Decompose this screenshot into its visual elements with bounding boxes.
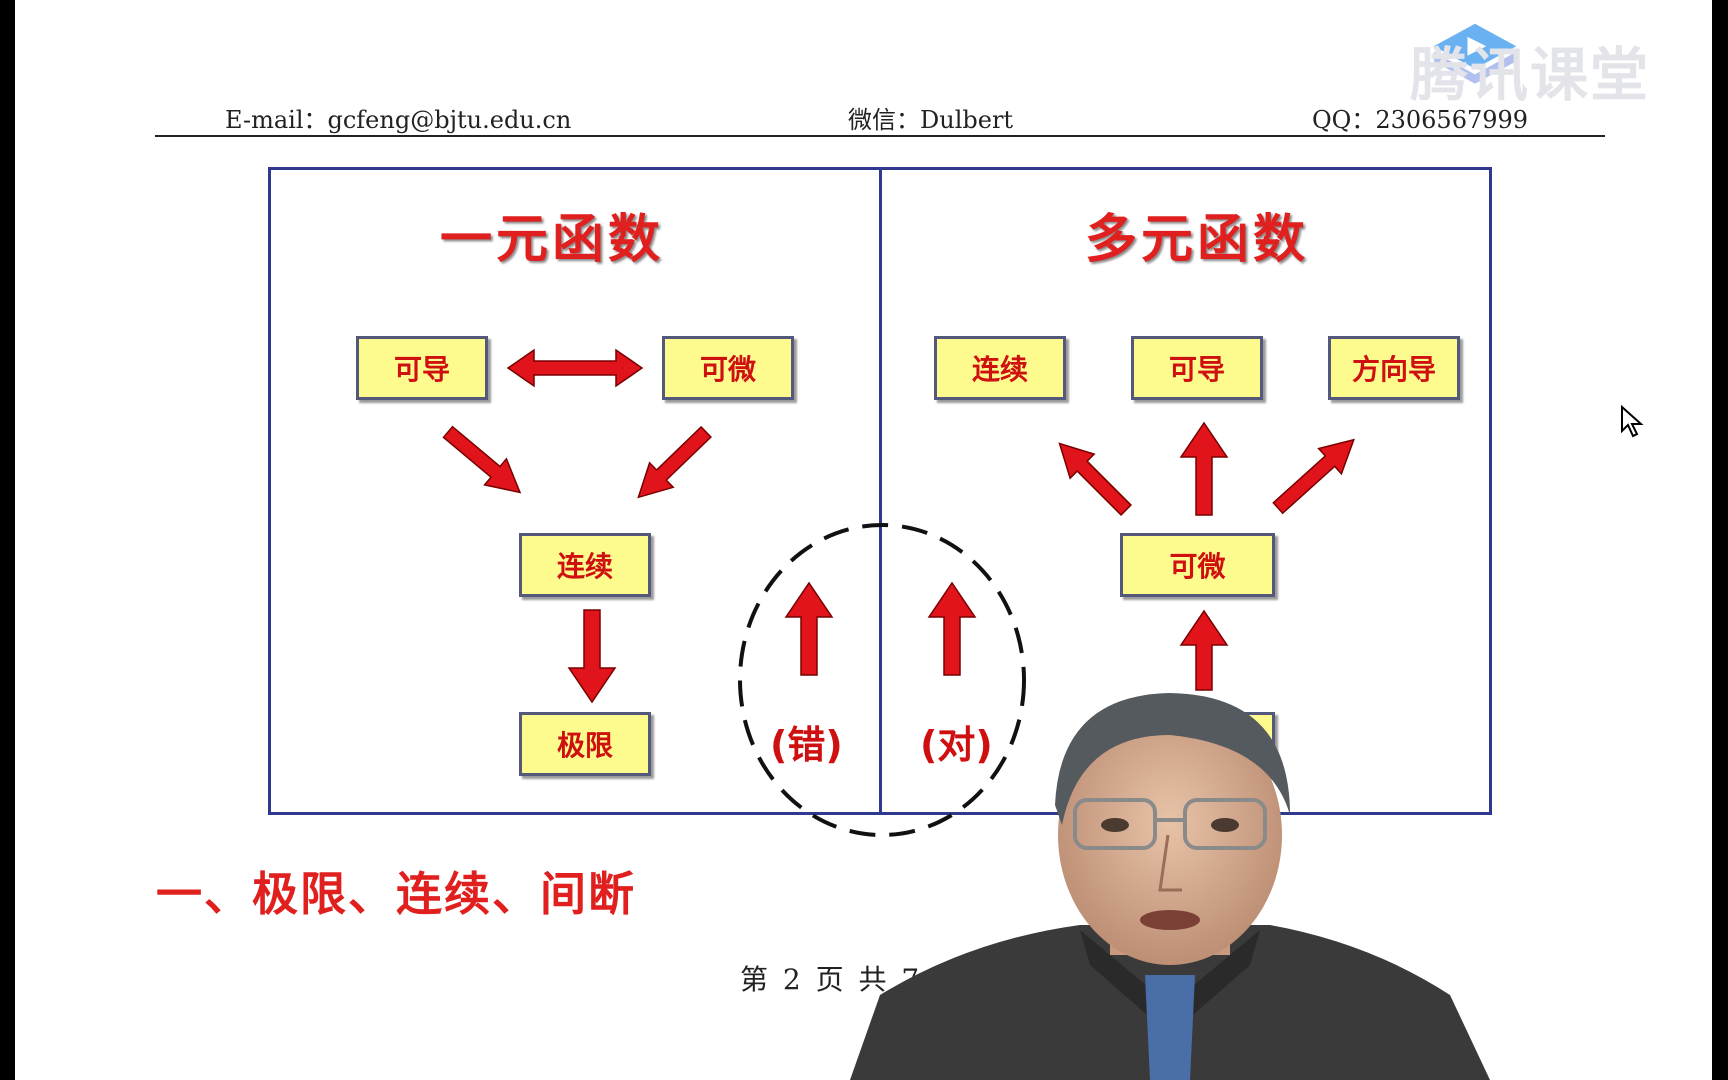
wechat-text: 微信：Dulbert [848, 106, 1014, 134]
left-panel-title: 一元函数 [440, 209, 665, 270]
arrow-micro-to-directional [1272, 438, 1355, 515]
arrow-up-wrong [784, 581, 834, 676]
node-left-micro: 可微 [662, 336, 794, 400]
node-right-continuous: 连续 [934, 336, 1066, 400]
label-right: (对) [920, 723, 993, 767]
instructor-webcam [850, 693, 1490, 1080]
node-left-differentiable: 可导 [356, 336, 488, 400]
mouse-cursor-icon [1621, 405, 1644, 438]
node-left-continuous: 连续 [519, 533, 651, 597]
left-black-bar [0, 0, 15, 1080]
arrow-continuous-to-limit [567, 609, 617, 704]
arrow-micro-to-continuous-right [1058, 442, 1133, 517]
tencent-classroom-logo [1433, 23, 1517, 84]
arrow-bottom-to-micro [1179, 609, 1229, 691]
arrow-micro-to-continuous [637, 425, 712, 499]
section-title: 一、极限、连续、间断 [156, 867, 636, 921]
brand-name: 腾讯课堂 [1410, 41, 1651, 109]
arrow-up-right [927, 581, 977, 676]
node-right-micro: 可微 [1120, 533, 1275, 597]
arrow-diff-to-continuous [442, 425, 522, 494]
header-rule [155, 135, 1605, 137]
arrow-micro-to-partial [1179, 421, 1229, 516]
frame-divider [879, 167, 882, 815]
node-right-directional: 方向导 [1328, 336, 1460, 400]
right-black-bar [1712, 0, 1728, 1080]
node-right-partial: 可导 [1131, 336, 1263, 400]
double-arrow [506, 348, 644, 388]
node-left-limit: 极限 [519, 712, 651, 776]
dashed-circle [738, 523, 1026, 837]
label-wrong: (错) [770, 723, 843, 767]
right-panel-title: 多元函数 [1085, 209, 1310, 270]
email-text: E-mail：gcfeng@bjtu.edu.cn [225, 106, 572, 134]
qq-text: QQ：2306567999 [1312, 106, 1529, 134]
